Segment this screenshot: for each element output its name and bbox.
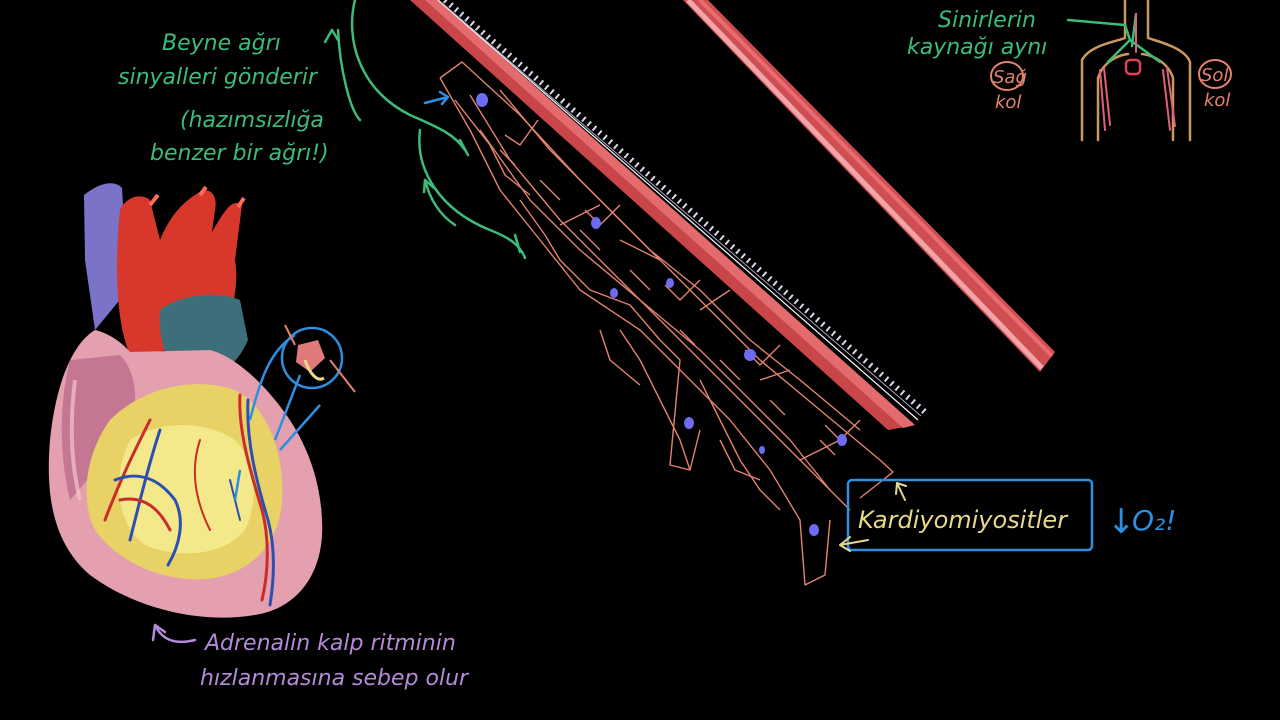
heart-mini-icon: [1124, 58, 1142, 76]
up-arrow-1: [323, 28, 340, 44]
artery-wall-main: [410, 0, 927, 430]
nerve-curve-2: [336, 28, 362, 122]
coronary-vessels: [103, 393, 275, 607]
vena-cava: [84, 183, 128, 330]
brain-note-line1: Beyne ağrı: [162, 31, 281, 56]
nerve-branches: [1066, 12, 1162, 64]
right-atrium: [61, 355, 136, 500]
brain-note-line4: benzer bir ağrı!): [150, 141, 329, 166]
adrenaline-line1: Adrenalin kalp ritminin: [203, 631, 456, 656]
artery-wall-secondary: [683, 0, 1055, 372]
cardiomyocytes-label-box: [846, 478, 1094, 552]
nerve-signal-paths: [323, 0, 527, 260]
nerve-note-line1: Sinirlerin: [938, 8, 1036, 33]
pain-marks-left: [1162, 67, 1176, 131]
purple-pointer-arrow: [151, 623, 197, 644]
tick-2: [513, 233, 522, 254]
right-arm-label-1: Sağ: [993, 67, 1027, 88]
oxygen-down-arrow-icon: ↓: [1107, 502, 1136, 542]
cell-nuclei: [476, 93, 847, 536]
endothelium-scallops: [443, 0, 927, 415]
adrenaline-note: Adrenalin kalp ritminin hızlanmasına seb…: [200, 631, 470, 691]
left-arm-label-2: kol: [1204, 90, 1230, 111]
right-arm-label-2: kol: [995, 92, 1021, 113]
body-outline: [1080, 0, 1192, 142]
adrenaline-line2: hızlanmasına sebep olur: [200, 666, 470, 691]
cardiac-nerve-drawing: [233, 333, 321, 501]
up-arrow-2: [423, 178, 457, 227]
left-arm-circle: [1198, 59, 1232, 89]
magnified-cell: [280, 324, 356, 393]
heart-illustration: [48, 183, 323, 618]
label-pointer-arrows: [839, 482, 907, 552]
cardiomyocytes-label: Kardiyomiyositler: [858, 506, 1069, 534]
nerve-note-line2: kaynağı aynı: [907, 35, 1047, 60]
oxygen-label: O₂!: [1132, 504, 1177, 537]
pain-marks-right: [1099, 67, 1111, 131]
right-arm-circle: [990, 61, 1024, 91]
nerve-curve-1: [350, 0, 467, 152]
up-arrow-2-head: [422, 178, 436, 194]
tick-1: [458, 138, 470, 157]
arms-diagram: [1066, 0, 1192, 142]
nerve-source-note: Sinirlerin kaynağı aynı: [907, 8, 1047, 60]
brain-note-line3: (hazımsızlığa: [180, 108, 324, 133]
brain-note-line2: sinyalleri gönderir: [118, 65, 319, 90]
arm-labels: Sağ kol Sol kol: [990, 59, 1232, 113]
brain-signal-note: Beyne ağrı sinyalleri gönderir (hazımsız…: [118, 31, 329, 166]
blue-arrow-icon: [423, 90, 450, 106]
left-arm-label-1: Sol: [1201, 65, 1228, 86]
